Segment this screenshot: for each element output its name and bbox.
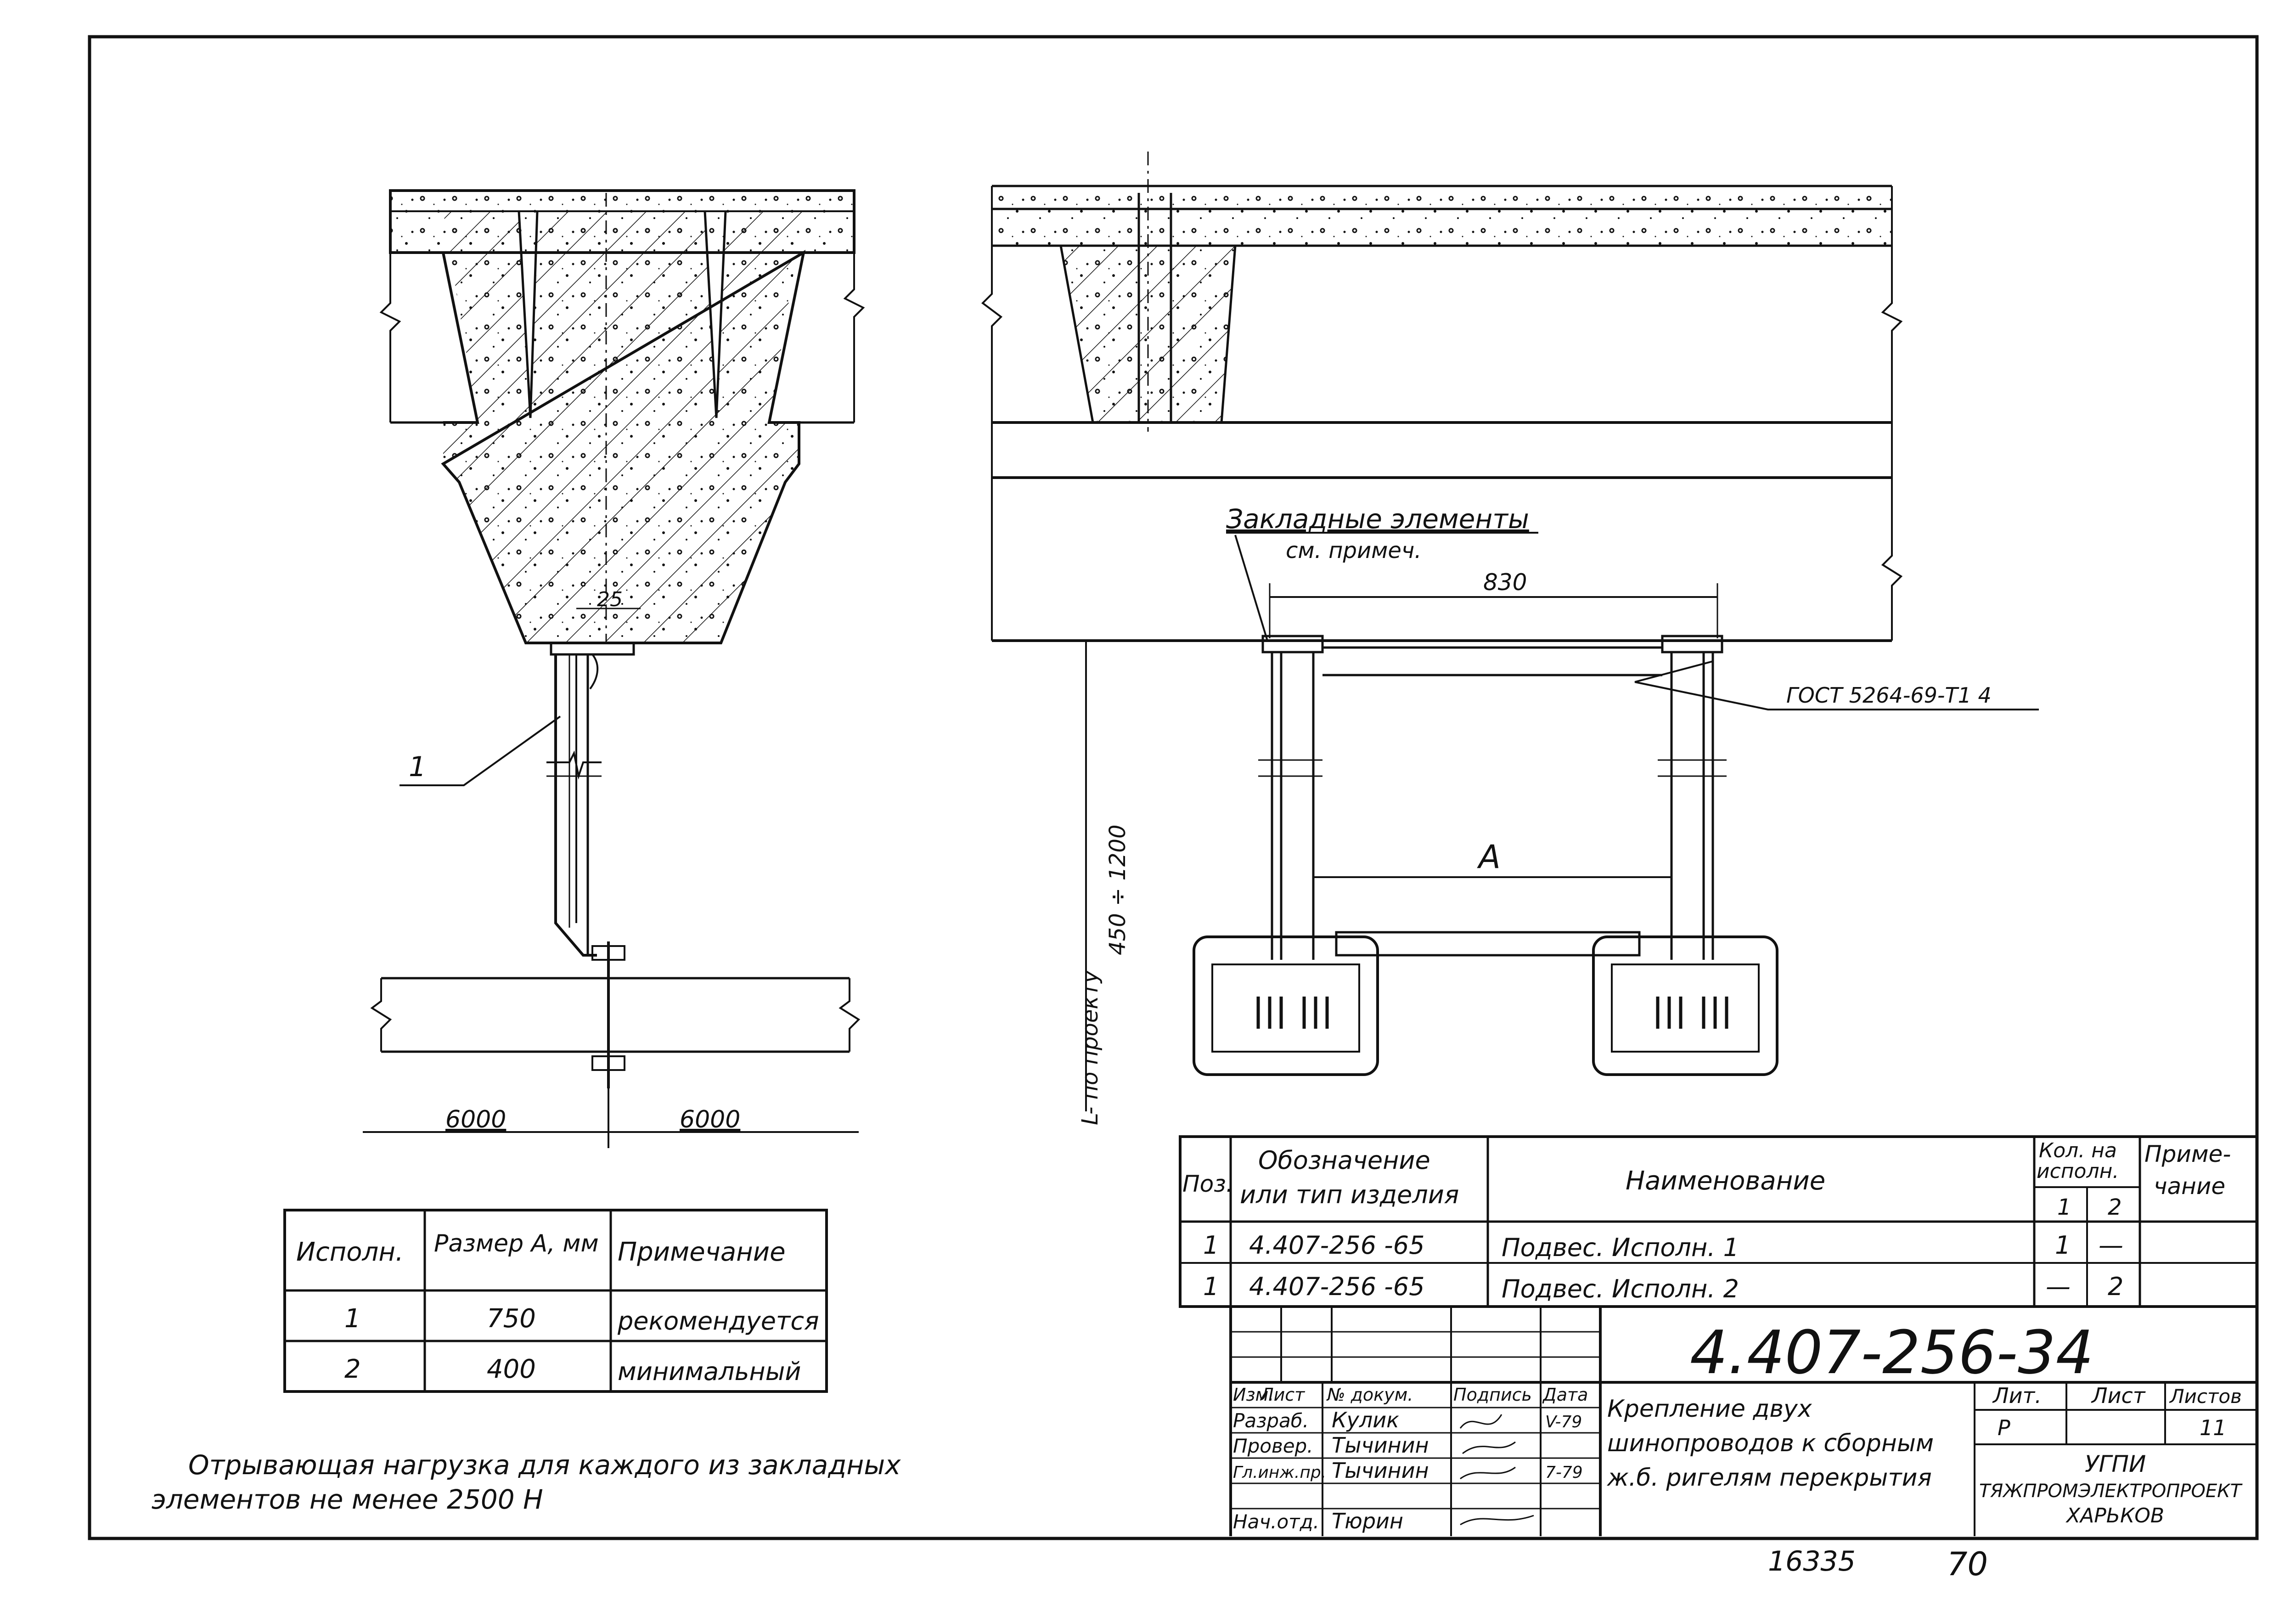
l-range-label: 450 ÷ 1200: [1105, 824, 1131, 955]
spec-row-2-name: Подвес. Исполн. 2: [1502, 1274, 1739, 1303]
signatures: [1459, 1414, 1534, 1526]
spec-row-2-designation: 4.407-256 -65: [1249, 1272, 1425, 1301]
spec-header-designation-1: Обозначение: [1258, 1146, 1430, 1175]
embedded-note-label: см. примеч.: [1286, 538, 1422, 563]
spec-header-qty-2: исполн.: [2037, 1160, 2119, 1183]
tb-name-3: Тычинин: [1332, 1458, 1429, 1483]
tb-name-4: Тюрин: [1332, 1509, 1403, 1533]
weld-label: ГОСТ 5264-69-Т1 4: [1786, 683, 1992, 708]
org-line-3: ХАРЬКОВ: [2065, 1504, 2164, 1527]
tb-date-1: V-79: [1545, 1413, 1582, 1431]
tb-header-sheet: Лист: [2091, 1383, 2146, 1408]
spec-row-2-q2: 2: [2108, 1272, 2123, 1301]
tb-role-1: Разраб.: [1233, 1409, 1309, 1432]
spec-header-qty-v2: 2: [2108, 1194, 2122, 1220]
variant-row-1-variant: 1: [344, 1304, 361, 1334]
variant-row-2-size: 400: [487, 1354, 536, 1384]
tb-lit: Р: [1998, 1415, 2010, 1440]
tb-sheets: 11: [2200, 1415, 2227, 1440]
dim-25-label: 25: [597, 588, 623, 611]
spec-header-note-2: чание: [2154, 1173, 2225, 1200]
tb-name-2: Тычинин: [1332, 1433, 1429, 1458]
note-line-2: элементов не менее 2500 Н: [152, 1484, 543, 1515]
tb-role-3: Гл.инж.пр.: [1233, 1463, 1326, 1482]
spec-header-designation-2: или тип изделия: [1240, 1180, 1459, 1209]
org-line-1: УГПИ: [2085, 1451, 2146, 1477]
sheet-frame: [88, 35, 2259, 1540]
tb-header-doc: № докум.: [1326, 1385, 1413, 1405]
spec-header-qty-v1: 1: [2057, 1194, 2071, 1220]
tb-role-4: Нач.отд.: [1233, 1510, 1319, 1533]
spec-header-note-1: Приме-: [2144, 1141, 2231, 1167]
spec-header-qty-1: Кол. на: [2039, 1139, 2117, 1162]
spec-row-1-pos: 1: [1203, 1231, 1219, 1260]
dim-A-label: A: [1477, 838, 1501, 876]
tb-role-2: Провер.: [1233, 1435, 1313, 1457]
tb-header-izm: Изм.: [1233, 1385, 1274, 1405]
tb-header-sheets: Листов: [2169, 1385, 2242, 1408]
tb-name-1: Кулик: [1332, 1408, 1399, 1432]
right-longitudinal-section: [981, 152, 2039, 1111]
span-left-label: 6000: [445, 1106, 506, 1133]
title-line-2: шинопроводов к сборным: [1607, 1430, 1934, 1457]
spec-table: [1179, 1135, 2258, 1308]
variant-header-variant: Исполн.: [296, 1237, 404, 1267]
tb-header-date: Дата: [1542, 1385, 1588, 1405]
doc-number: 4.407-256-34: [1690, 1318, 2094, 1387]
variant-row-1-size: 750: [487, 1304, 536, 1334]
variant-header-note: Примечание: [618, 1237, 786, 1267]
title-block: [1229, 1307, 2257, 1536]
embedded-elements-label: Закладные элементы: [1226, 503, 1529, 535]
spec-row-1-name: Подвес. Исполн. 1: [1502, 1233, 1739, 1262]
spec-header-pos: Поз.: [1182, 1171, 1233, 1197]
spec-row-2-q1: —: [2046, 1272, 2071, 1301]
tb-date-3: 7-79: [1545, 1463, 1583, 1482]
spec-row-1-q1: 1: [2055, 1231, 2071, 1260]
dim-830-label: 830: [1483, 569, 1527, 596]
title-line-1: Крепление двух: [1607, 1395, 1812, 1423]
l-project-label: L- по проекту: [1077, 970, 1103, 1125]
org-line-2: ТЯЖПРОМЭЛЕКТРОПРОЕКТ: [1979, 1481, 2243, 1502]
variant-row-1-note: рекомендуется: [617, 1307, 819, 1335]
page-number: 70: [1947, 1545, 1988, 1583]
title-line-3: ж.б. ригелям перекрытия: [1607, 1464, 1932, 1492]
spec-header-name: Наименование: [1626, 1166, 1825, 1196]
spec-row-1-designation: 4.407-256 -65: [1249, 1231, 1425, 1260]
spec-row-2-pos: 1: [1203, 1272, 1219, 1301]
variant-row-2-note: минимальный: [618, 1357, 801, 1386]
tb-header-lit: Лит.: [1992, 1383, 2042, 1408]
variant-header-size: Размер А, мм: [434, 1230, 599, 1257]
spec-row-1-q2: —: [2099, 1231, 2123, 1260]
tb-header-sign: Подпись: [1453, 1385, 1532, 1405]
tb-header-list: Лист: [1260, 1385, 1306, 1405]
note-line-1: Отрывающая нагрузка для каждого из закла…: [188, 1449, 901, 1481]
pos-1-leader-label: 1: [409, 751, 426, 783]
variant-row-2-variant: 2: [344, 1354, 361, 1384]
inventory-number: 16335: [1768, 1545, 1856, 1577]
variant-table: [283, 1209, 828, 1393]
left-cross-section: [363, 189, 865, 1148]
span-right-label: 6000: [680, 1106, 740, 1133]
